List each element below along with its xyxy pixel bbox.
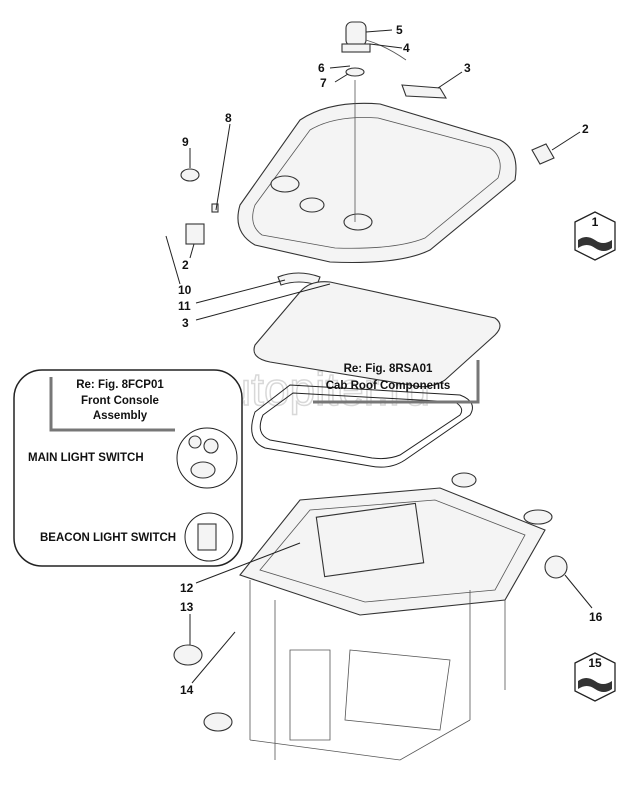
- side-lamp: [531, 143, 555, 165]
- callout-5: 5: [396, 23, 403, 37]
- callouts: 5 4 6 7 3 8 9 2 2 10 11 3 12 13 14 16: [178, 23, 603, 697]
- callout-7: 7: [320, 76, 327, 90]
- callout-6: 6: [318, 61, 325, 75]
- callout-2: 2: [582, 122, 589, 136]
- callout-13: 13: [180, 600, 194, 614]
- roof-ref-line1: Re: Fig. 8RSA01: [344, 363, 433, 375]
- roof-ref-line2: Cab Roof Components: [326, 380, 451, 392]
- beacon-light-switch-label: BEACON LIGHT SWITCH: [40, 532, 176, 544]
- callout-3: 3: [464, 61, 471, 75]
- dome-lamp: [451, 472, 477, 488]
- callout-4: 4: [403, 41, 410, 55]
- callout-3: 3: [182, 316, 189, 330]
- roof-gasket: [251, 384, 473, 468]
- nav-box-15[interactable]: 15: [574, 652, 616, 702]
- console-ref-line2: Front Console: [81, 395, 159, 407]
- beacon-lamp: [341, 21, 407, 77]
- callout-10: 10: [178, 283, 192, 297]
- work-lamp-rear: [203, 712, 233, 732]
- callout-14: 14: [180, 683, 194, 697]
- roof-reference: Re: Fig. 8RSA01 Cab Roof Components: [313, 360, 480, 404]
- dome-lamp: [523, 509, 553, 525]
- callout-2: 2: [182, 258, 189, 272]
- callout-11: 11: [178, 299, 191, 313]
- nav-box-label: 1: [592, 215, 599, 229]
- beacon-switch-part: [544, 555, 568, 579]
- work-lamp: [185, 223, 205, 245]
- cab-roof: [237, 80, 517, 264]
- nav-box-1[interactable]: 1: [574, 211, 616, 261]
- work-lamp-front: [173, 644, 203, 666]
- callout-9: 9: [182, 135, 189, 149]
- main-light-switch-label: MAIN LIGHT SWITCH: [28, 452, 144, 464]
- console-ref-line1: Re: Fig. 8FCP01: [76, 379, 164, 391]
- callout-16: 16: [589, 610, 603, 624]
- leader-lines: [165, 29, 593, 684]
- headliner: [253, 281, 501, 388]
- cab-frame: [239, 487, 546, 761]
- callout-8: 8: [225, 111, 232, 125]
- lamp-lens: [180, 168, 200, 182]
- nav-box-label: 15: [588, 656, 602, 670]
- console-inset: Re: Fig. 8FCP01 Front Console Assembly M…: [13, 369, 243, 567]
- bracket: [401, 84, 448, 99]
- callout-12: 12: [180, 581, 194, 595]
- console-ref-line3: Assembly: [93, 410, 148, 422]
